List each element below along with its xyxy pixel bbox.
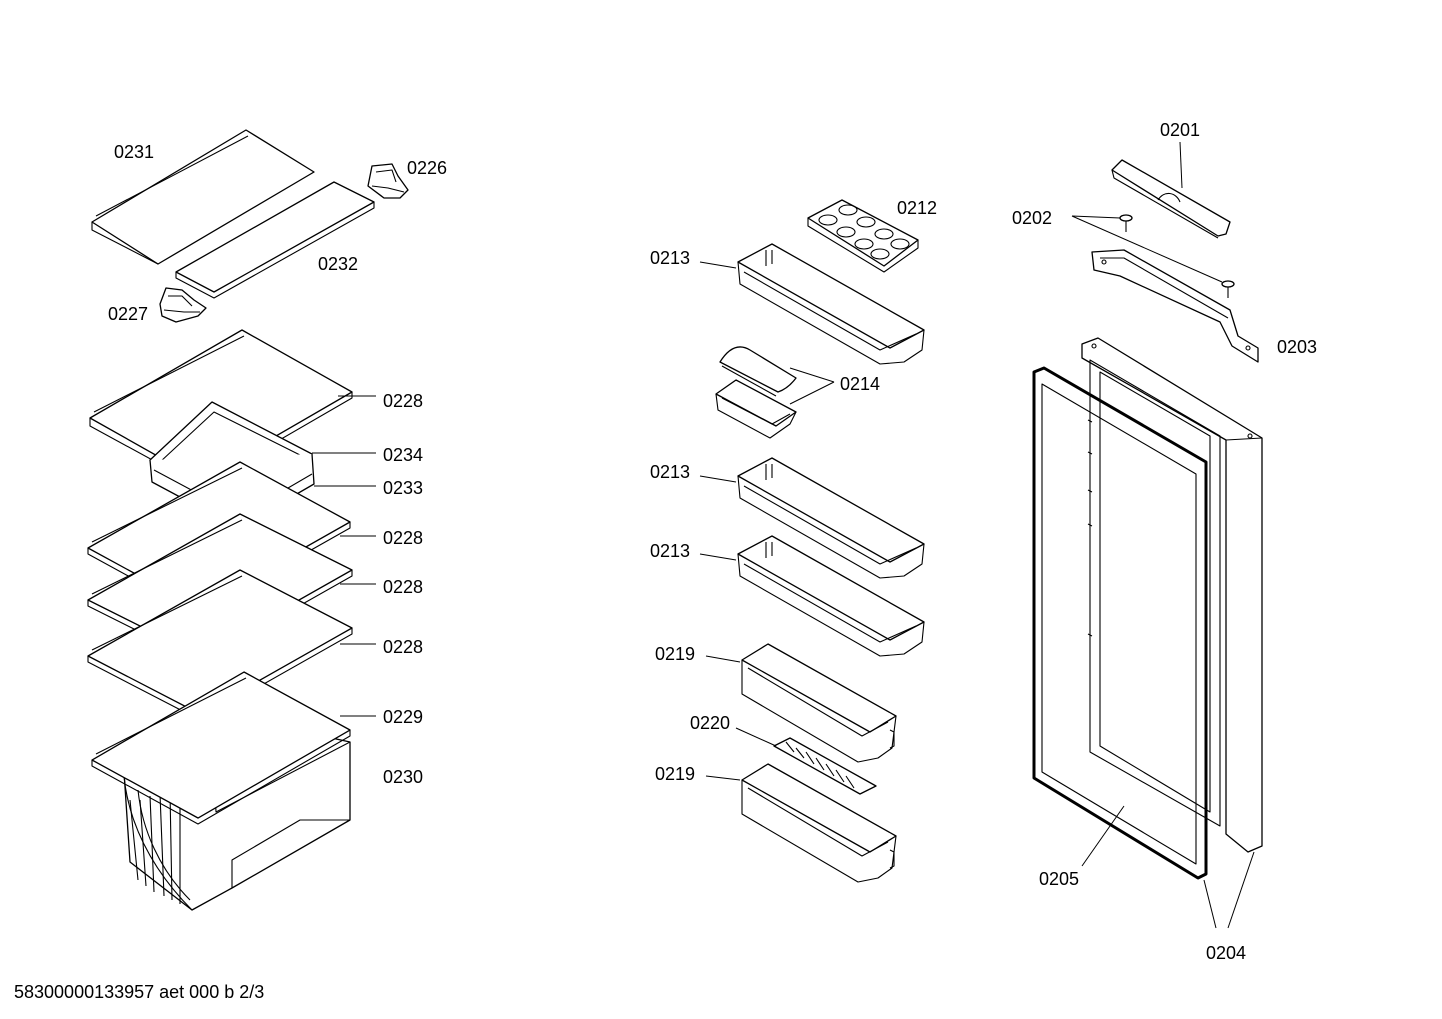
part-0203-bracket: [1091, 249, 1259, 363]
label-0228-2: 0228: [383, 528, 423, 548]
label-0228-1: 0228: [383, 391, 423, 411]
part-0213-door-shelf-2: [737, 457, 925, 579]
part-0201-cover: [1111, 159, 1231, 239]
label-0226: 0226: [407, 158, 447, 178]
label-0214: 0214: [840, 374, 880, 394]
label-0230: 0230: [383, 767, 423, 787]
label-0204: 0204: [1206, 943, 1246, 963]
label-0202: 0202: [1012, 208, 1052, 228]
label-0220: 0220: [690, 713, 730, 733]
footer-document-code: 58300000133957 aet 000 b 2/3: [14, 982, 264, 1002]
label-0228-3: 0228: [383, 577, 423, 597]
label-0213-2: 0213: [650, 462, 690, 482]
label-0213-3: 0213: [650, 541, 690, 561]
label-0212: 0212: [897, 198, 937, 218]
part-0204-door-panel: [1081, 337, 1263, 853]
label-0203: 0203: [1277, 337, 1317, 357]
part-0219-bottle-shelf-1: [741, 643, 897, 763]
part-0214-butter-box: [715, 346, 797, 439]
label-0205: 0205: [1039, 869, 1079, 889]
part-0219-bottle-shelf-2: [741, 763, 897, 883]
label-0234: 0234: [383, 445, 423, 465]
label-0219-1: 0219: [655, 644, 695, 664]
label-0233: 0233: [383, 478, 423, 498]
leader-lines: [312, 141, 1255, 929]
label-0228-4: 0228: [383, 637, 423, 657]
part-0202-screw-2: [1221, 280, 1235, 298]
label-0213-1: 0213: [650, 248, 690, 268]
part-0202-screw-1: [1119, 214, 1133, 232]
part-0213-door-shelf-3: [737, 535, 925, 657]
part-0227-clip: [159, 287, 207, 323]
label-0232: 0232: [318, 254, 358, 274]
part-0231-shelf: [91, 129, 315, 265]
part-0220-bottle-holder: [773, 737, 877, 795]
part-labels: 0231 0226 0232 0227 0228 0234 0233 0228 …: [108, 120, 1317, 963]
label-0201: 0201: [1160, 120, 1200, 140]
part-0213-door-shelf-1: [737, 243, 925, 365]
label-0231: 0231: [114, 142, 154, 162]
part-0226-clip: [367, 163, 409, 199]
part-0229-plate: [91, 671, 351, 825]
label-0219-2: 0219: [655, 764, 695, 784]
part-0212-egg-tray: [807, 199, 919, 273]
part-0205-gasket: [1032, 366, 1208, 880]
label-0229: 0229: [383, 707, 423, 727]
part-0232-glass-plate: [175, 181, 375, 299]
label-0227: 0227: [108, 304, 148, 324]
